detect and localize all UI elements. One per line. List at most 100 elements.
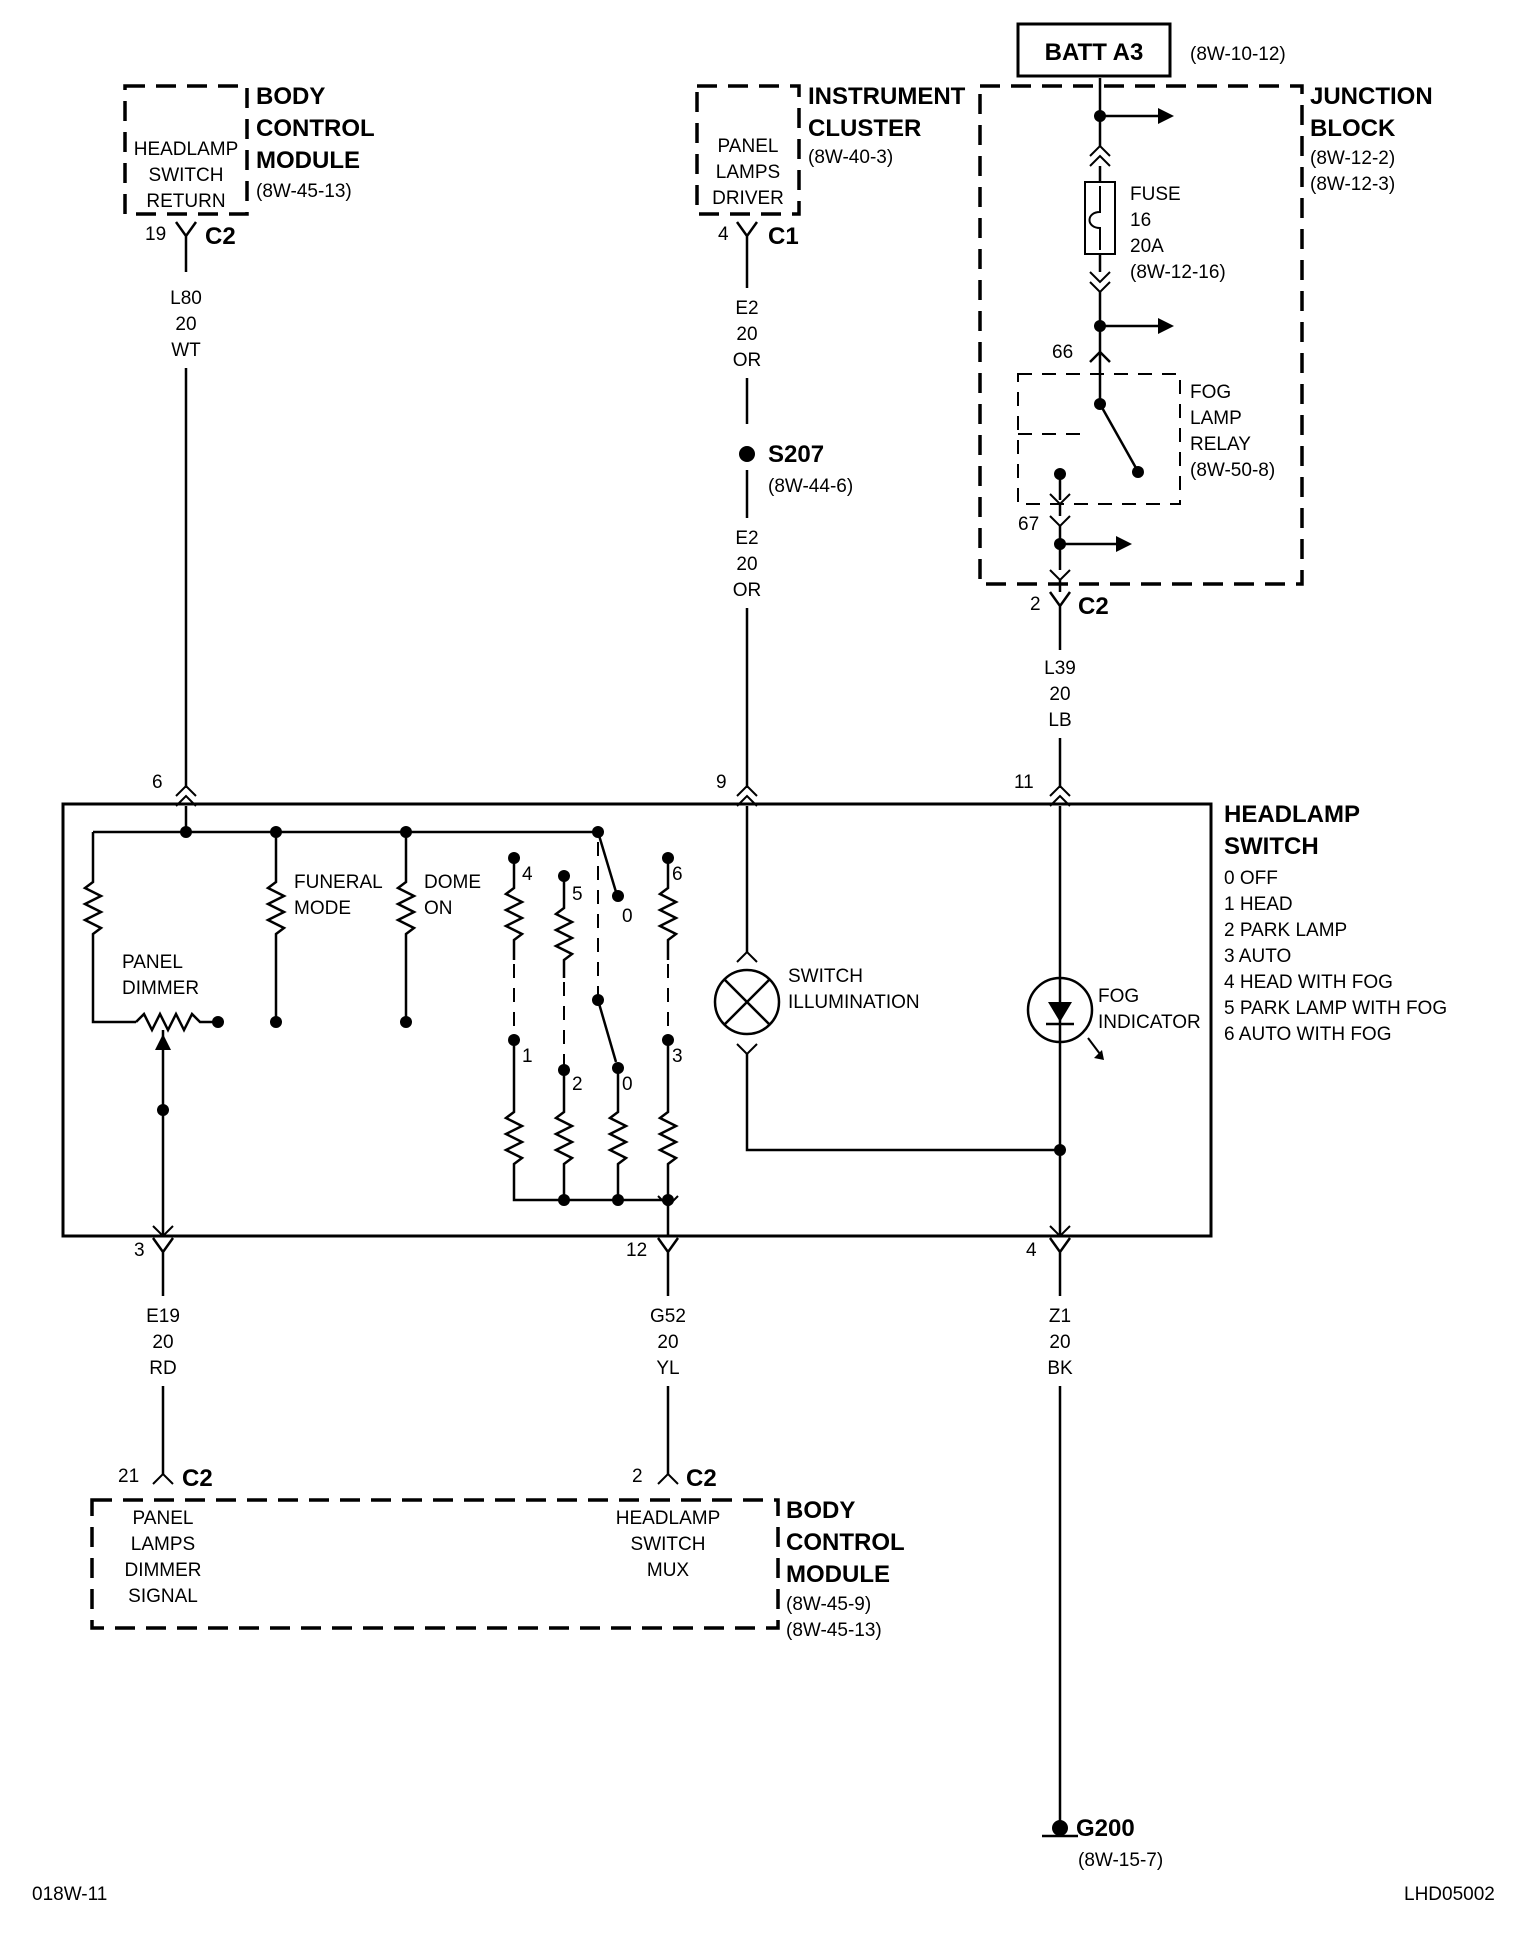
fog-ind-2: INDICATOR xyxy=(1098,1012,1201,1033)
bcm-top-pin: 19 xyxy=(145,224,166,245)
dome-2: ON xyxy=(424,898,453,919)
wire-mid-1: G52 xyxy=(650,1306,686,1327)
wire-mid-3: YL xyxy=(656,1358,679,1379)
wire-left-3: RD xyxy=(149,1358,176,1379)
bcm-bot-right-3: MUX xyxy=(647,1560,690,1581)
bcm-top-wire-1: L80 xyxy=(170,288,202,309)
cluster-inner-1: PANEL xyxy=(718,136,779,157)
bcm-top-inner-1: HEADLAMP xyxy=(134,139,239,160)
lower-wires: 3 E19 20 RD 12 G52 20 YL 4 Z1 20 BK xyxy=(134,1237,1073,1822)
cluster-wire1-2: 20 xyxy=(736,324,757,345)
junction-wire-2: 20 xyxy=(1049,684,1070,705)
cluster-inner-2: LAMPS xyxy=(716,162,780,183)
bcm-top-name-3: MODULE xyxy=(256,147,360,174)
bcm-bot-name-3: MODULE xyxy=(786,1561,890,1588)
fuse-label-1: FUSE xyxy=(1130,184,1181,205)
cluster-wire2-3: OR xyxy=(733,580,762,601)
ground-ref: (8W-15-7) xyxy=(1078,1850,1163,1871)
pin-67: 67 xyxy=(1018,514,1039,535)
headlamp-switch: HEADLAMP SWITCH 0 OFF 1 HEAD 2 PARK LAMP… xyxy=(61,772,1447,1238)
funeral-2: MODE xyxy=(294,898,351,919)
cluster-wire1-1: E2 xyxy=(735,298,758,319)
bcm-top-name-1: BODY xyxy=(256,83,325,110)
splice-ref: (8W-44-6) xyxy=(768,476,853,497)
illum-1: SWITCH xyxy=(788,966,863,987)
cluster-conn: C1 xyxy=(768,223,799,250)
pin-6: 6 xyxy=(152,772,163,793)
switch-pos-4: 4 HEAD WITH FOG xyxy=(1224,972,1393,993)
bcm-bot-name-1: BODY xyxy=(786,1497,855,1524)
bcm-top-wire-2: 20 xyxy=(175,314,196,335)
junction-output: 2 C2 L39 20 LB xyxy=(1030,591,1109,788)
switch-pos-3: 3 AUTO xyxy=(1224,946,1291,967)
junction-ref-2: (8W-12-3) xyxy=(1310,174,1395,195)
switch-name-1: HEADLAMP xyxy=(1224,801,1360,828)
res-bot-1: 1 xyxy=(522,1046,533,1067)
wire-left-1: E19 xyxy=(146,1306,180,1327)
batt-block: BATT A3 (8W-10-12) xyxy=(1016,22,1286,78)
bcm-bot-right-2: SWITCH xyxy=(631,1534,706,1555)
cluster-name-2: CLUSTER xyxy=(808,115,921,142)
wire-right-3: BK xyxy=(1047,1358,1073,1379)
pin-4: 4 xyxy=(1026,1240,1037,1261)
fog-ind-1: FOG xyxy=(1098,986,1139,1007)
res-bot-3: 3 xyxy=(672,1046,683,1067)
junction-name-2: BLOCK xyxy=(1310,115,1396,142)
batt-label: BATT A3 xyxy=(1045,39,1144,66)
junction-wire-1: L39 xyxy=(1044,658,1076,679)
bcm-bot-pin-left: 21 xyxy=(118,1466,139,1487)
cluster-inner-3: DRIVER xyxy=(712,188,784,209)
splice-label: S207 xyxy=(768,441,824,468)
cluster-ref: (8W-40-3) xyxy=(808,147,893,168)
illum-2: ILLUMINATION xyxy=(788,992,920,1013)
relay-label-2: LAMP xyxy=(1190,408,1242,429)
junction-ref-1: (8W-12-2) xyxy=(1310,148,1395,169)
cluster-wire1-3: OR xyxy=(733,350,762,371)
bcm-bot-right-1: HEADLAMP xyxy=(616,1508,721,1529)
fuse-label-3: 20A xyxy=(1130,236,1164,257)
bcm-bot-conn-left: C2 xyxy=(182,1465,213,1492)
cluster-name-1: INSTRUMENT xyxy=(808,83,966,110)
panel-dimmer-2: DIMMER xyxy=(122,978,199,999)
fuse-label-2: 16 xyxy=(1130,210,1151,231)
junction-name-1: JUNCTION xyxy=(1310,83,1433,110)
bcm-bot-name-2: CONTROL xyxy=(786,1529,905,1556)
bcm-top-inner-3: RETURN xyxy=(146,191,225,212)
bcm-top-inner-2: SWITCH xyxy=(149,165,224,186)
res-top-6: 6 xyxy=(672,864,683,885)
cluster-wire2-2: 20 xyxy=(736,554,757,575)
res-bot-0: 0 xyxy=(622,1074,633,1095)
funeral-1: FUNERAL xyxy=(294,872,383,893)
batt-ref: (8W-10-12) xyxy=(1190,44,1286,65)
pin-66: 66 xyxy=(1052,342,1073,363)
wire-right-2: 20 xyxy=(1049,1332,1070,1353)
footer-right: LHD05002 xyxy=(1404,1884,1495,1905)
cluster-wire2-1: E2 xyxy=(735,528,758,549)
bcm-bot-conn-right: C2 xyxy=(686,1465,717,1492)
relay-label-1: FOG xyxy=(1190,382,1231,403)
bcm-bot-left-1: PANEL xyxy=(133,1508,194,1529)
cluster-pin: 4 xyxy=(718,224,729,245)
switch-pos-5: 5 PARK LAMP WITH FOG xyxy=(1224,998,1447,1019)
junction-conn: C2 xyxy=(1078,593,1109,620)
wire-left-2: 20 xyxy=(152,1332,173,1353)
bcm-bot-left-3: DIMMER xyxy=(124,1560,201,1581)
res-bot-2: 2 xyxy=(572,1074,583,1095)
wire-right-1: Z1 xyxy=(1049,1306,1071,1327)
pin-11: 11 xyxy=(1014,772,1034,793)
bcm-bot-pin-right: 2 xyxy=(632,1466,643,1487)
switch-pos-2: 2 PARK LAMP xyxy=(1224,920,1347,941)
junction-wire-3: LB xyxy=(1048,710,1071,731)
footer-left: 018W-11 xyxy=(32,1884,107,1905)
ground-g200: G200 (8W-15-7) xyxy=(1042,1815,1163,1871)
switch-pos-6: 6 AUTO WITH FOG xyxy=(1224,1024,1392,1045)
bcm-top: HEADLAMP SWITCH RETURN BODY CONTROL MODU… xyxy=(123,83,375,788)
fuse-label-4: (8W-12-16) xyxy=(1130,262,1226,283)
pin-3: 3 xyxy=(134,1240,145,1261)
switch-name-2: SWITCH xyxy=(1224,833,1319,860)
bcm-bottom: 21 C2 2 C2 PANEL LAMPS DIMMER SIGNAL HEA… xyxy=(90,1465,905,1641)
res-top-5: 5 xyxy=(572,884,583,905)
junction-block: JUNCTION BLOCK (8W-12-2) (8W-12-3) FUSE … xyxy=(978,78,1433,592)
bcm-top-name-2: CONTROL xyxy=(256,115,375,142)
